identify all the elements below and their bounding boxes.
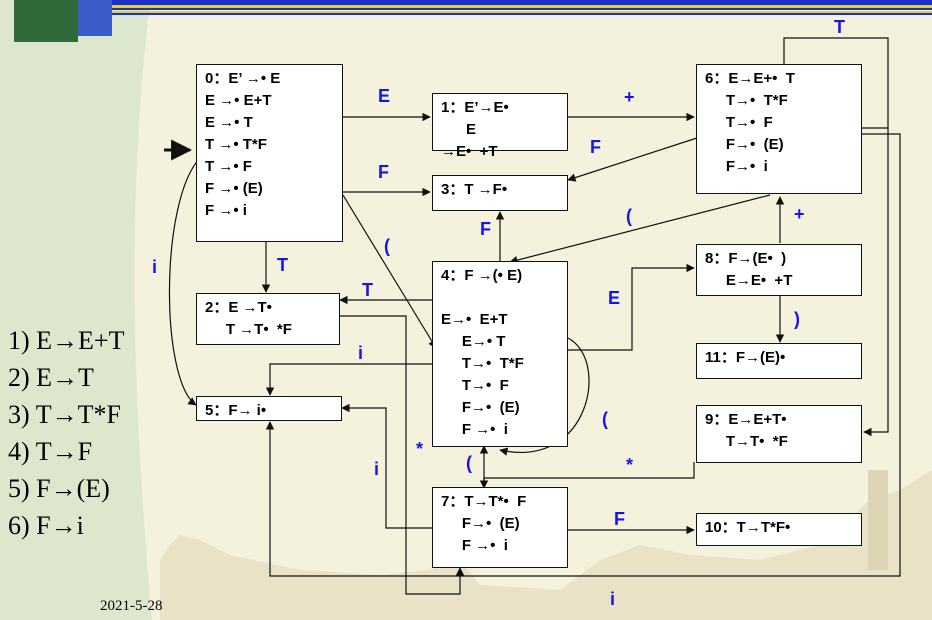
state-item: 5：F→ i• [205, 402, 267, 419]
state-item [441, 287, 567, 309]
state-box-4: 4：F →(• E) E→• E+T E→• T T→• T*F T→• F F… [432, 261, 568, 447]
state-box-9: 9：E→E+T• T→T• *F [696, 405, 862, 463]
state-box-0: 0：E’ →• E E →• E+T E →• T T →• T*F T →• F F →… [196, 64, 343, 242]
state-item: F →• i [441, 421, 508, 438]
state-box-1: 1：E’→E• E →E• +T [432, 93, 568, 160]
edge-0-5 [168, 157, 201, 406]
state-item: T →• T*F [205, 136, 267, 153]
edge-label: + [794, 204, 805, 224]
state-item: T→• F [441, 377, 509, 394]
edge-label: * [416, 439, 424, 459]
state-box-11: 11：F→(E)• [696, 343, 862, 379]
state-item: E →• E+T [205, 92, 272, 109]
state-item: T→• T*F [705, 92, 788, 109]
top-band [112, 0, 932, 5]
state-item: 2：E →T• [205, 299, 272, 316]
edge-label: ( [602, 409, 608, 429]
rule-2: 2) E→T [8, 363, 94, 392]
state-item: 9：E→E+T• [705, 411, 787, 428]
edge-label: + [624, 87, 635, 107]
state-item: 10：T→T*F• [705, 519, 791, 536]
edge-label: i [358, 343, 364, 363]
edge-label: ( [626, 206, 632, 226]
state-item: T→T• *F [705, 433, 788, 450]
rule-4: 4) T→F [8, 437, 93, 466]
edge-label: F [590, 137, 601, 157]
edge-0-4 [342, 194, 437, 349]
edge-4-4 [499, 337, 590, 456]
state-box-5: 5：F→ i• [196, 396, 342, 421]
state-box-8: 8：F→(E• ) E→E• +T [696, 244, 862, 296]
state-item: E→E• +T [705, 272, 793, 289]
state-item: 4：F →(• E) [441, 267, 523, 284]
state-item: F →• i [205, 202, 247, 219]
edge-label: E [378, 86, 391, 106]
edge-label: i [610, 589, 616, 609]
logo-square-blue [78, 0, 112, 36]
state-item: →E• +T [441, 143, 498, 160]
state-item: E →• T [205, 114, 253, 131]
edge-label: * [626, 455, 634, 475]
rule-3: 3) T→T*F [8, 400, 121, 429]
state-box-3: 3：T →F• [432, 175, 568, 211]
state-item: 7：T→T*• F [441, 493, 527, 510]
state-item: 6：E→E+• T [705, 70, 795, 87]
edge-label-top: T [834, 17, 845, 37]
state-box-7: 7：T→T*• F F→• (E) F →• i [432, 487, 568, 568]
state-item: T→• T*F [441, 355, 524, 372]
edge-label: T [277, 255, 288, 275]
edge-7-5 [341, 403, 432, 529]
state-item: F→• i [705, 158, 768, 175]
edge-6-T [783, 37, 889, 128]
rule-1: 1) E→E+T [8, 326, 125, 355]
edge-label: ) [794, 309, 800, 329]
edge-2-7 [340, 315, 465, 595]
grammar-rules: 1) E→E+T 2) E→T 3) T→T*F 4) T→F 5) F→(E)… [8, 322, 124, 544]
state-item: 11：F→(E)• [705, 349, 786, 366]
state-box-6: 6：E→E+• T T→• T*F T→• F F→• (E) F→• i [696, 64, 862, 194]
state-item: F→• (E) [441, 515, 520, 532]
state-item: F →• i [441, 537, 508, 554]
edge-label: i [374, 459, 380, 479]
edge-6-9 [862, 127, 889, 437]
state-item: F→• (E) [441, 399, 520, 416]
state-item: F →• (E) [205, 180, 263, 197]
state-item: E→• E+T [441, 311, 508, 328]
state-item: E→• T [441, 333, 506, 350]
state-box-2: 2：E →T• T →T• *F [196, 293, 340, 345]
state-item: 3：T →F• [441, 181, 508, 198]
edge-6-5 [265, 133, 901, 577]
rule-5: 5) F→(E) [8, 474, 110, 503]
edge-label: i [152, 257, 158, 277]
state-item: 0：E’ →• E [205, 70, 281, 87]
state-item: T→• F [705, 114, 773, 131]
edge-label: F [480, 219, 491, 239]
state-box-10: 10：T→T*F• [696, 513, 862, 546]
logo-square-green [14, 0, 78, 42]
edge-label: F [378, 162, 389, 182]
slide-date: 2021-5-28 [100, 598, 163, 614]
state-item: T →• F [205, 158, 252, 175]
state-item: T →T• *F [205, 321, 292, 338]
state-item: 8：F→(E• ) [705, 250, 787, 267]
edge-6-4 [509, 194, 771, 265]
edge-6-3 [567, 136, 701, 182]
state-item: F→• (E) [705, 136, 784, 153]
edge-9-7 [479, 462, 695, 489]
edge-label: ( [384, 236, 390, 256]
edge-label: T [362, 280, 373, 300]
edge-label: ( [466, 453, 472, 473]
state-item: 1：E’→E• [441, 99, 509, 116]
rule-6: 6) F→i [8, 511, 84, 540]
edge-4-8 [568, 263, 695, 351]
state-item: E [441, 121, 477, 138]
edge-label: F [614, 509, 625, 529]
edge-label: E [608, 288, 621, 308]
edge-4-5 [265, 363, 432, 396]
